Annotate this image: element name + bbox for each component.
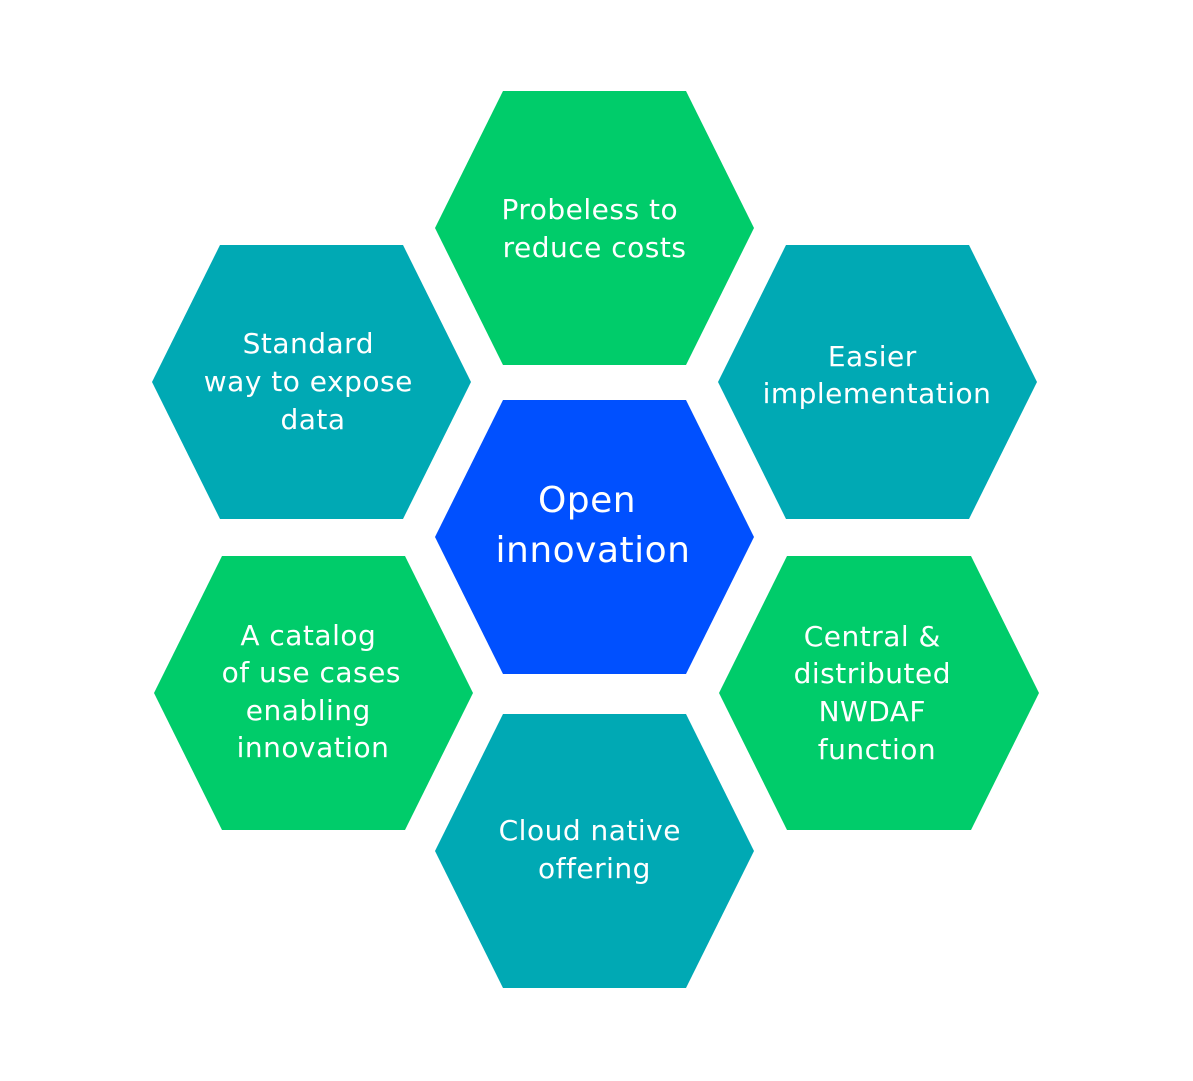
hexagon-top-shape bbox=[435, 91, 754, 365]
hexagon-top: Probeless to reduce costs bbox=[435, 91, 754, 365]
hexagon-bottom-line-2: offering bbox=[538, 852, 651, 885]
hexagon-bottom-shape bbox=[435, 714, 754, 988]
hexagon-upper-right-line-1: Easier bbox=[828, 340, 917, 373]
hexagon-center-shape bbox=[435, 400, 754, 674]
hexagon-center-line-1: Open bbox=[538, 480, 636, 521]
hexagon-lower-right: Central & distributed NWDAF function bbox=[719, 556, 1039, 830]
hexagon-lower-right-line-3: NWDAF bbox=[819, 695, 926, 728]
hexagon-upper-left-label: Standard way to expose data bbox=[204, 327, 422, 436]
hexagon-lower-left-line-1: A catalog bbox=[240, 619, 376, 652]
hexagon-upper-left: Standard way to expose data bbox=[152, 245, 471, 519]
hexagon-upper-right: Easier implementation bbox=[718, 245, 1037, 519]
hexagon-lower-right-line-4: function bbox=[818, 733, 936, 766]
hexagon-upper-right-label: Easier implementation bbox=[763, 340, 992, 410]
hexagon-upper-left-line-2: way to expose bbox=[204, 365, 413, 398]
hexagon-upper-left-line-1: Standard bbox=[243, 327, 374, 360]
hexagon-upper-left-line-3: data bbox=[280, 403, 345, 436]
hexagon-lower-left-line-2: of use cases bbox=[222, 656, 401, 689]
hexagon-top-line-2: reduce costs bbox=[503, 231, 687, 264]
hexagon-lower-left-line-3: enabling bbox=[246, 694, 371, 727]
hexagon-lower-left-line-4: innovation bbox=[237, 731, 390, 764]
hexagon-lower-right-line-2: distributed bbox=[794, 657, 951, 690]
hexagon-bottom: Cloud native offering bbox=[435, 714, 754, 988]
hexagon-bottom-line-1: Cloud native bbox=[499, 814, 681, 847]
hexagon-lower-left-label: A catalog of use cases enabling innovati… bbox=[222, 619, 411, 764]
hexagon-center-label: Open innovation bbox=[496, 480, 691, 571]
hexagon-upper-right-line-2: implementation bbox=[763, 377, 992, 410]
hexagon-center-line-2: innovation bbox=[496, 530, 691, 571]
hexagon-center: Open innovation bbox=[435, 400, 754, 674]
hexagon-top-line-1: Probeless to bbox=[501, 193, 678, 226]
hexagon-lower-right-shape bbox=[719, 556, 1039, 830]
hexagon-lower-right-label: Central & distributed NWDAF function bbox=[794, 620, 961, 766]
hexagon-lower-right-line-1: Central & bbox=[804, 620, 941, 653]
hexagon-upper-right-shape bbox=[718, 245, 1037, 519]
hexagon-bottom-label: Cloud native offering bbox=[499, 814, 691, 885]
hexagon-upper-left-shape bbox=[152, 245, 471, 519]
hexagon-lower-left: A catalog of use cases enabling innovati… bbox=[154, 556, 473, 830]
hexagon-lower-left-shape bbox=[154, 556, 473, 830]
hexagon-top-label: Probeless to reduce costs bbox=[501, 193, 687, 264]
